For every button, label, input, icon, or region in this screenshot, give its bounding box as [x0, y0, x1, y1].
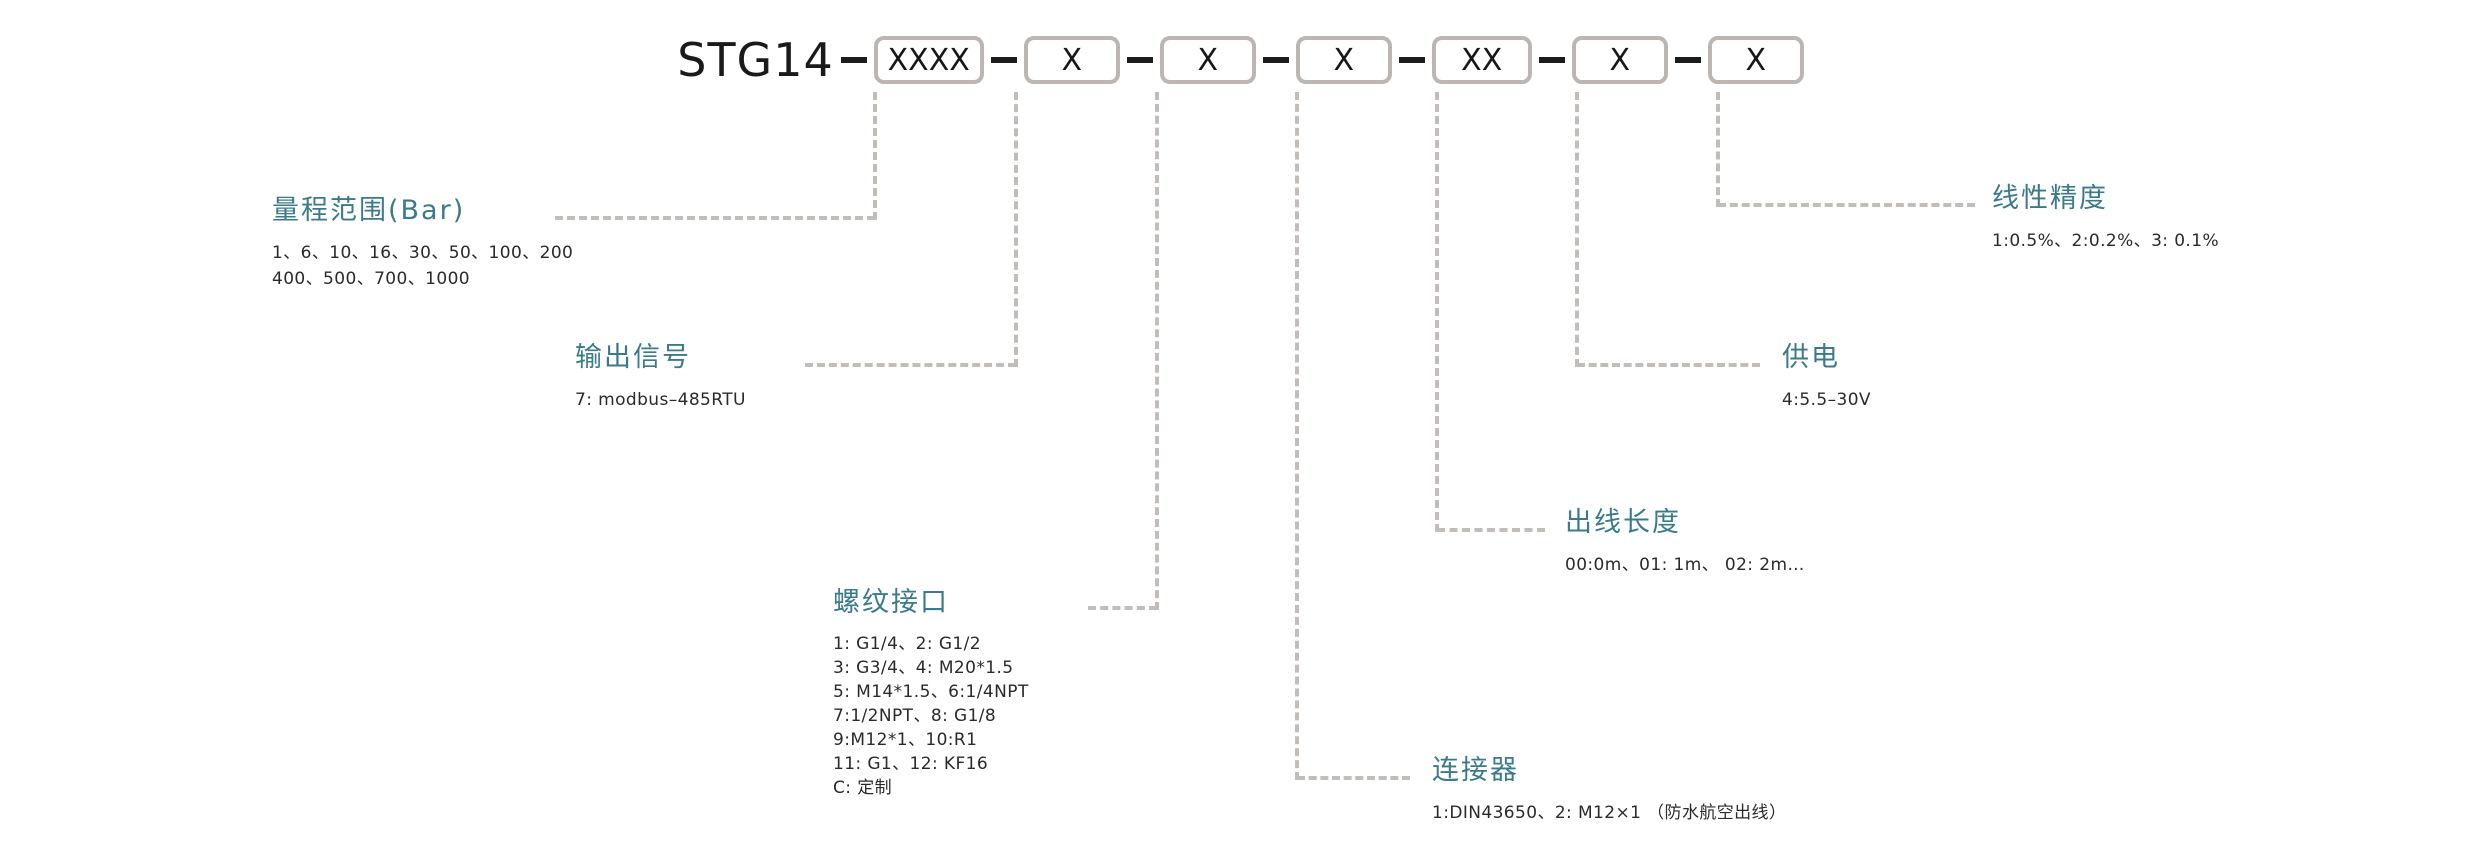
- group-thread-options: 1: G1/4、2: G1/2 3: G3/4、4: M20*1.5 5: M1…: [833, 633, 1029, 799]
- group-accuracy-options: 1:0.5%、2:0.2%、3: 0.1%: [1992, 230, 2220, 251]
- leader-line-thread-vertical: [1155, 92, 1159, 610]
- leader-line-power-horizontal: [1577, 363, 1760, 367]
- code-box-cable[interactable]: XX: [1431, 36, 1532, 84]
- leader-line-cable-vertical: [1435, 92, 1439, 532]
- group-output: 输出信号 7: modbus–485RTU: [575, 343, 746, 413]
- group-connector-title: 连接器: [1432, 755, 1519, 786]
- group-cable: 出线长度 00:0m、01: 1m、 02: 2m…: [1565, 508, 1805, 578]
- leader-line-output-vertical: [1014, 92, 1018, 367]
- code-box-range[interactable]: XXXX: [873, 36, 984, 84]
- code-prefix: STG14: [677, 33, 834, 87]
- group-accuracy-title: 线性精度: [1992, 183, 2108, 214]
- group-thread-title: 螺纹接口: [833, 587, 949, 618]
- group-power-options: 4:5.5–30V: [1782, 389, 1871, 410]
- group-connector-options: 1:DIN43650、2: M12×1 （防水航空出线）: [1432, 802, 1787, 823]
- group-connector: 连接器 1:DIN43650、2: M12×1 （防水航空出线）: [1432, 756, 1786, 826]
- leader-line-connector-horizontal: [1297, 776, 1410, 780]
- group-accuracy: 线性精度 1:0.5%、2:0.2%、3: 0.1%: [1992, 184, 2219, 254]
- code-separator-dash: [1398, 57, 1425, 63]
- code-separator-dash: [1262, 57, 1289, 63]
- leader-line-range-horizontal: [555, 216, 875, 220]
- group-thread: 螺纹接口 1: G1/4、2: G1/2 3: G3/4、4: M20*1.5 …: [833, 588, 1029, 801]
- leader-line-accuracy-vertical: [1716, 92, 1720, 207]
- code-box-thread[interactable]: X: [1159, 36, 1256, 84]
- group-power: 供电 4:5.5–30V: [1782, 343, 1871, 413]
- group-power-title: 供电: [1782, 342, 1840, 373]
- leader-line-power-vertical: [1575, 92, 1579, 367]
- group-cable-options: 00:0m、01: 1m、 02: 2m…: [1565, 554, 1805, 575]
- code-separator-dash: [1674, 57, 1701, 63]
- group-output-title: 输出信号: [575, 342, 691, 373]
- leader-line-connector-vertical: [1295, 92, 1299, 780]
- group-range-options: 1、6、10、16、30、50、100、200 400、500、700、1000: [272, 242, 574, 290]
- group-range: 量程范围(Bar) 1、6、10、16、30、50、100、200 400、50…: [272, 196, 573, 292]
- group-cable-title: 出线长度: [1565, 507, 1681, 538]
- leader-line-accuracy-horizontal: [1718, 203, 1975, 207]
- code-separator-dash: [1538, 57, 1565, 63]
- code-box-output[interactable]: X: [1023, 36, 1120, 84]
- code-box-power[interactable]: X: [1571, 36, 1668, 84]
- group-output-options: 7: modbus–485RTU: [575, 389, 746, 410]
- group-range-title: 量程范围(Bar): [272, 195, 466, 226]
- leader-line-output-horizontal: [805, 363, 1016, 367]
- product-code-row: STG14 XXXX X X X XX X X: [0, 20, 2481, 100]
- code-box-connector[interactable]: X: [1295, 36, 1392, 84]
- code-separator-dash: [1126, 57, 1153, 63]
- code-box-accuracy[interactable]: X: [1707, 36, 1804, 84]
- code-separator-dash: [990, 57, 1017, 63]
- leader-line-thread-horizontal: [1088, 606, 1157, 610]
- code-separator-dash: [840, 57, 867, 63]
- leader-line-cable-horizontal: [1437, 528, 1545, 532]
- leader-line-range-vertical: [873, 92, 877, 220]
